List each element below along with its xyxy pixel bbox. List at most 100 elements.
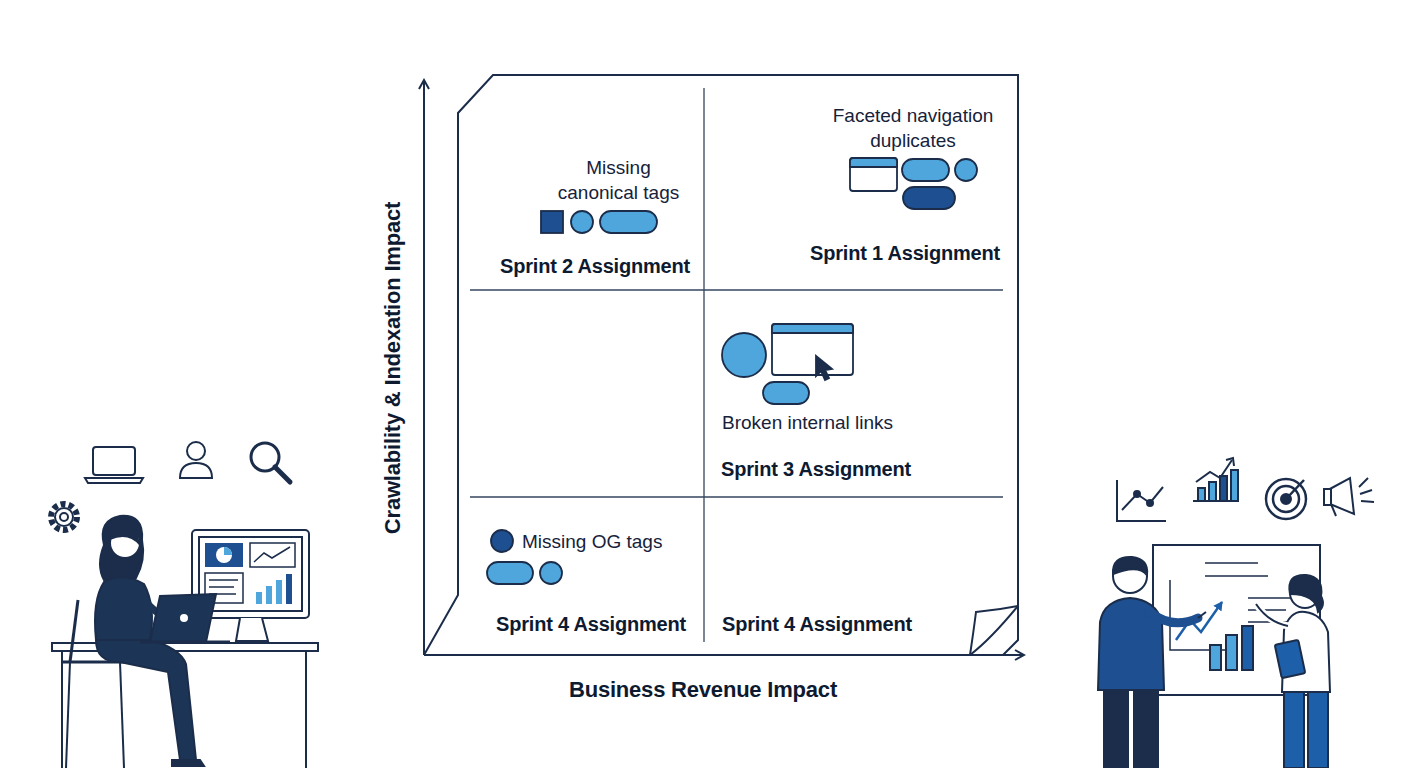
cell-icons [816, 356, 832, 380]
analyst-illustration [110, 525, 139, 545]
cell-icons [850, 158, 897, 191]
quadrant-cell: Faceted navigation duplicatesSprint 1 As… [704, 88, 1003, 290]
analyst-illustration [205, 543, 243, 567]
analyst-illustration [61, 651, 63, 768]
chart-axes [424, 654, 1024, 656]
analyst-illustration [216, 547, 232, 563]
presenters-illustration [1122, 487, 1163, 510]
presenters-illustration [1248, 597, 1296, 599]
quadrant-cell: Missing canonical tagsSprint 2 Assignmen… [470, 88, 704, 290]
analyst-illustration [120, 662, 124, 768]
presenters-illustration [1205, 575, 1268, 577]
cell-icons [955, 159, 977, 181]
analyst-illustration [275, 467, 290, 482]
analyst-illustration [250, 543, 295, 567]
analyst-illustration [93, 447, 135, 475]
presenters-illustration [1134, 491, 1140, 497]
quadrant-grid [470, 496, 1003, 497]
presenters-illustration [1198, 612, 1206, 618]
presenters-illustration [1170, 580, 1232, 650]
quadrant-cell: Missing OG tagsSprint 4 Assignment [470, 497, 704, 642]
analyst-illustration [70, 600, 78, 662]
paper-frame [970, 606, 1018, 655]
analyst-illustration [52, 643, 318, 651]
analyst-illustration [187, 442, 205, 460]
presenters-illustration [1220, 476, 1227, 501]
presenters-illustration [1210, 645, 1221, 670]
presenters-illustration [1196, 460, 1232, 482]
analyst-illustration [60, 513, 68, 521]
presenters-illustration [1104, 690, 1128, 768]
cell-icons [772, 324, 853, 375]
cell-icons [541, 211, 563, 233]
analyst-illustration [236, 618, 268, 641]
presenters-illustration [1117, 480, 1166, 521]
cell-icons [902, 159, 949, 181]
analyst-illustration [172, 760, 204, 766]
cell-icons [722, 333, 766, 377]
presenters-illustration [1248, 609, 1286, 611]
analyst-illustration [140, 641, 230, 644]
cell-icons [487, 562, 533, 584]
sprint-label: Sprint 4 Assignment [707, 612, 927, 636]
presenters-illustration [1308, 692, 1328, 768]
quadrant-grid [470, 88, 1003, 642]
presenters-illustration [1266, 479, 1306, 519]
sprint-label: Sprint 1 Assignment [795, 241, 1015, 265]
presenters-illustration [1113, 557, 1147, 575]
analyst-illustration [150, 594, 216, 642]
presenters-illustration [1359, 478, 1368, 487]
presenters-illustration [1286, 480, 1304, 499]
presenters-illustration [1242, 626, 1253, 670]
chart-axes [423, 80, 425, 655]
quadrant-grid [470, 289, 1003, 290]
quadrant-cell: Sprint 4 Assignment [704, 497, 1003, 642]
sprint-label: Sprint 2 Assignment [485, 254, 705, 278]
analyst-illustration [254, 547, 290, 562]
presenters-illustration [1209, 482, 1216, 501]
cell-icons [600, 211, 657, 233]
quadrant-grid [703, 88, 704, 642]
paper-frame [970, 606, 1018, 655]
presenters-illustration [1205, 562, 1258, 564]
analyst-illustration [66, 662, 70, 768]
cell-icons [763, 382, 809, 404]
analyst-illustration [51, 442, 318, 768]
presenters-illustration [1198, 488, 1205, 501]
presenters-illustration [1256, 604, 1288, 626]
analyst-illustration [286, 574, 292, 604]
presenters-illustration [1231, 470, 1238, 501]
cell-icons [903, 187, 955, 209]
presenters-illustration [1147, 500, 1153, 506]
analyst-illustration [276, 580, 282, 604]
analyst-illustration [209, 586, 234, 588]
analyst-illustration [96, 640, 196, 760]
cell-icons [850, 158, 897, 167]
presenters-illustration [1331, 504, 1336, 516]
cell-icons [487, 158, 977, 584]
analyst-illustration [209, 579, 238, 581]
presenters-illustration [1284, 692, 1304, 768]
sprint-label: Sprint 3 Assignment [706, 457, 926, 481]
issue-label: Faceted navigation duplicates [818, 103, 1008, 153]
issue-label: Missing OG tags [522, 529, 702, 554]
analyst-illustration [305, 651, 307, 768]
quadrant-cell: Broken internal linksSprint 3 Assignment [704, 290, 1003, 497]
analyst-illustration [224, 547, 232, 555]
presenters-illustration [1361, 501, 1374, 502]
y-axis-title: Crawlability & Indexation Impact [379, 158, 407, 578]
analyst-illustration [95, 577, 152, 640]
analyst-illustration [256, 592, 262, 604]
presenters-illustration [1289, 575, 1323, 612]
presenters-illustration [1226, 635, 1237, 670]
presenters-illustration [1098, 458, 1374, 768]
presenters-illustration [1256, 604, 1288, 626]
presenters-illustration [1324, 489, 1331, 505]
analyst-illustration [55, 508, 73, 526]
sprint-label: Sprint 4 Assignment [481, 612, 701, 636]
presenters-illustration [1226, 458, 1234, 466]
analyst-illustration [266, 586, 272, 604]
analyst-illustration [180, 463, 212, 478]
